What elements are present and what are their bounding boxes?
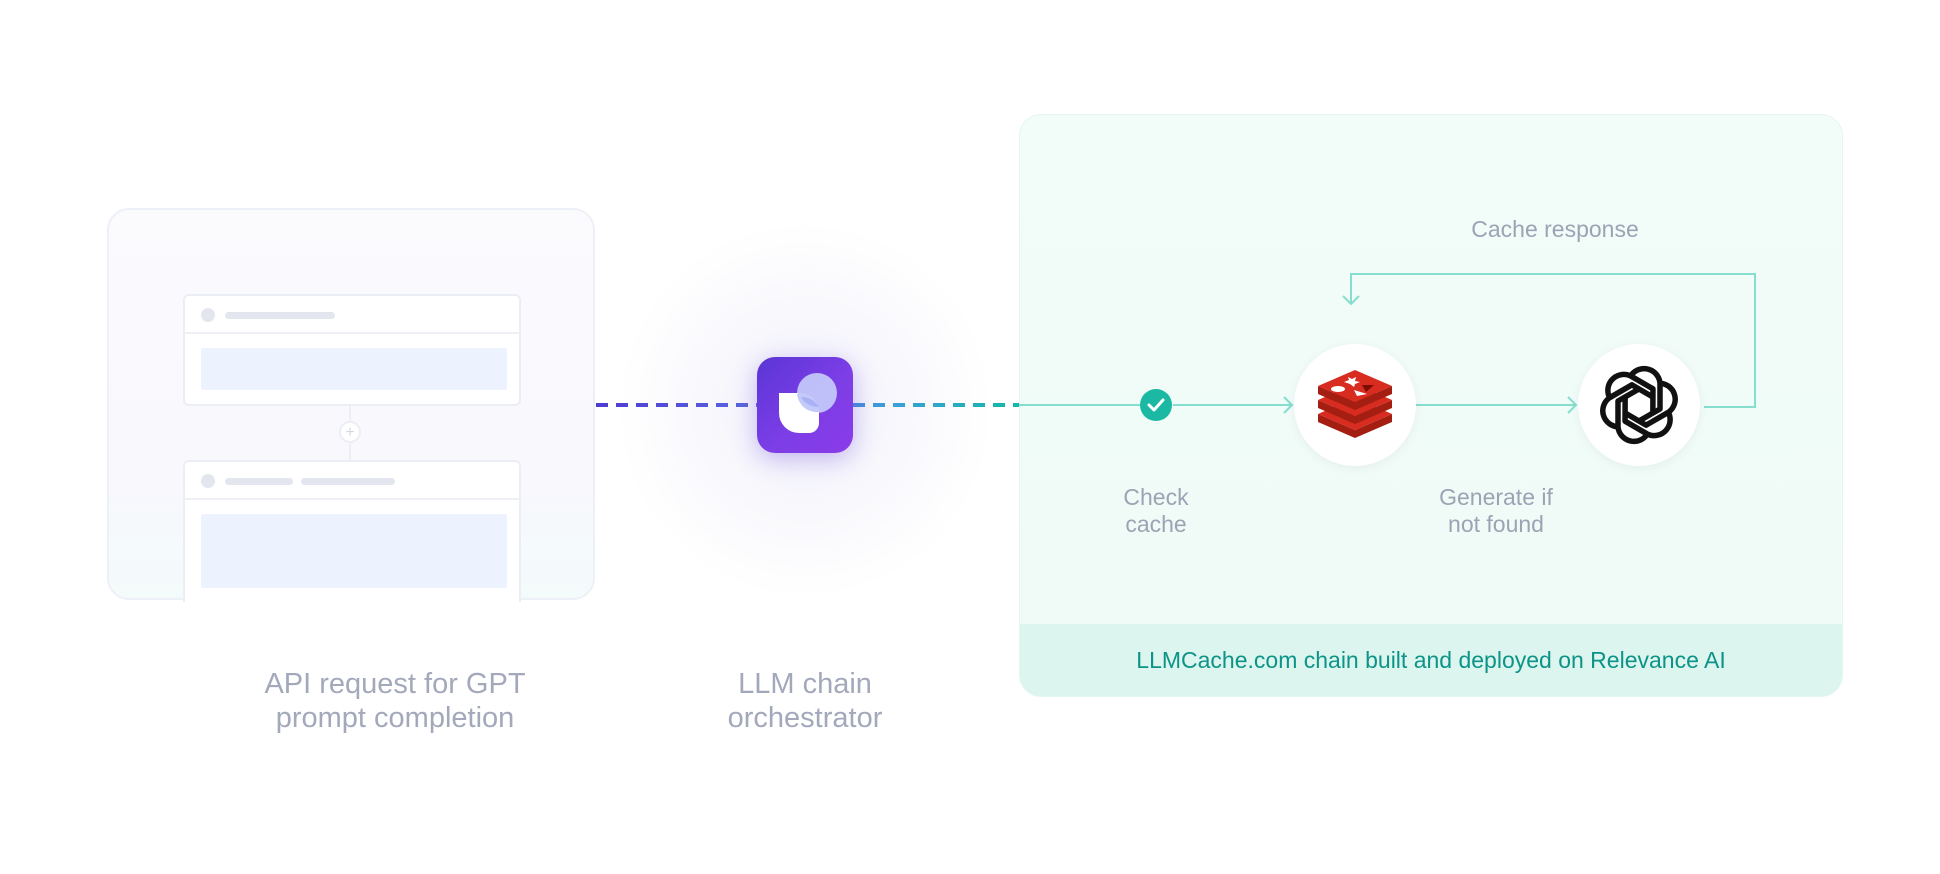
check-circle-icon xyxy=(1140,389,1172,421)
openai-logo-icon xyxy=(1600,365,1678,445)
orchestrator-caption: LLM chain orchestrator xyxy=(665,667,945,735)
api-request-caption: API request for GPT prompt completion xyxy=(225,667,565,735)
mock-add-step-icon: + xyxy=(339,421,361,443)
mock-step-2-bar-b xyxy=(301,478,395,485)
check-cache-label: Check cache xyxy=(1076,484,1236,538)
generate-line1: Generate if xyxy=(1439,484,1553,510)
arrow-head-cache-response xyxy=(1342,295,1360,306)
mock-connector-top xyxy=(349,406,351,421)
check-cache-line2: cache xyxy=(1125,511,1187,537)
redis-logo-icon xyxy=(1318,370,1392,438)
orchestrator-caption-line2: orchestrator xyxy=(727,702,883,734)
relevance-ai-logo-icon xyxy=(757,357,853,453)
orchestrator-caption-line1: LLM chain xyxy=(738,668,872,700)
arrow-head-check-to-cache xyxy=(1283,396,1294,414)
cache-response-loop xyxy=(1350,273,1756,408)
mock-connector-bottom xyxy=(349,443,351,460)
cache-response-label: Cache response xyxy=(1471,216,1639,242)
mock-step-1-fill xyxy=(201,348,507,390)
mock-step-2-header xyxy=(185,462,519,500)
generate-if-not-found-label: Generate if not found xyxy=(1396,484,1596,538)
mock-step-1-bar xyxy=(225,312,335,319)
generate-line2: not found xyxy=(1448,511,1544,537)
mock-step-2-fill xyxy=(201,514,507,588)
redis-cache-node xyxy=(1294,344,1416,466)
mock-step-2-dot xyxy=(201,474,215,488)
api-request-card: + xyxy=(107,208,595,602)
panel-footer-caption: LLMCache.com chain built and deployed on… xyxy=(1020,624,1842,696)
openai-llm-node xyxy=(1578,344,1700,466)
mock-step-1-header xyxy=(185,296,519,334)
arrow-head-cache-to-llm xyxy=(1567,396,1578,414)
orchestrator-logo-shapes xyxy=(779,373,837,433)
mock-step-1-dot xyxy=(201,308,215,322)
api-request-caption-line2: prompt completion xyxy=(275,702,515,734)
mock-step-1 xyxy=(183,294,521,406)
api-request-caption-line1: API request for GPT xyxy=(264,668,526,700)
mock-step-2-bar-a xyxy=(225,478,293,485)
mock-step-2 xyxy=(183,460,521,602)
check-cache-line1: Check xyxy=(1123,484,1189,510)
